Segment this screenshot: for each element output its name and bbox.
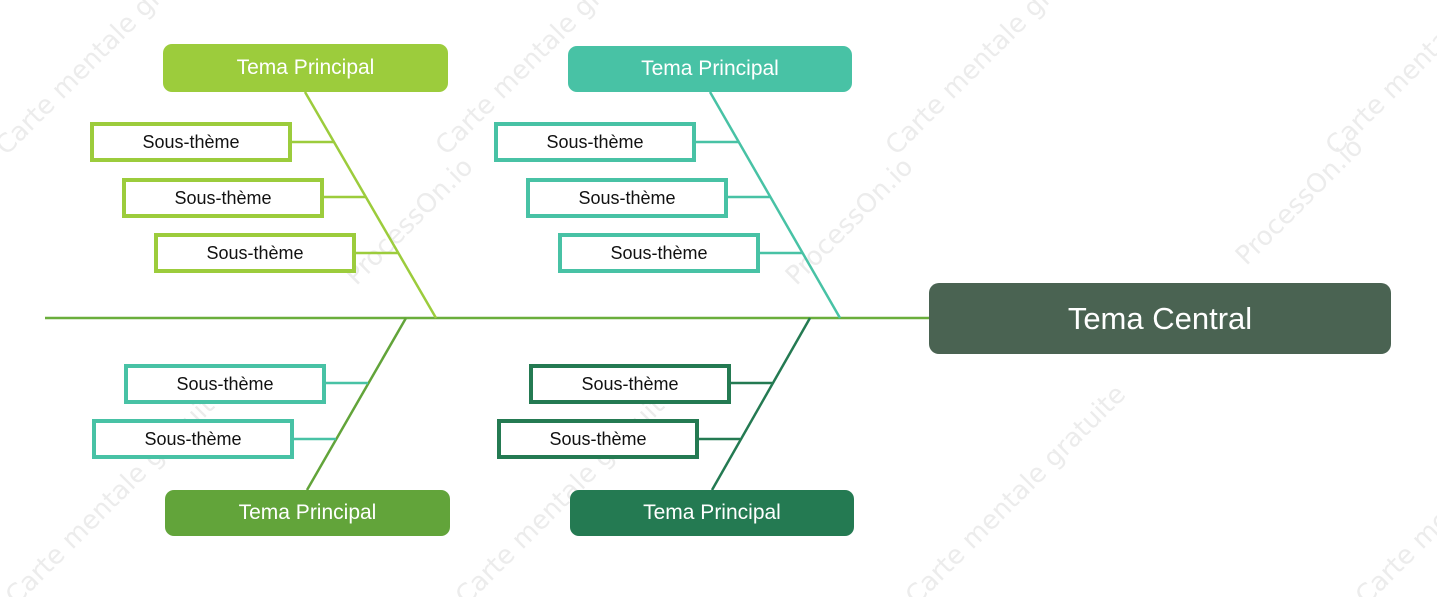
- sub-topic-box[interactable]: Sous-thème: [154, 233, 356, 273]
- main-topic-label: Tema Principal: [643, 501, 781, 524]
- central-topic-box[interactable]: Tema Central: [929, 283, 1391, 354]
- sub-topic-box[interactable]: Sous-thème: [558, 233, 760, 273]
- sub-topic-label: Sous-thème: [581, 373, 679, 394]
- main-topic-label: Tema Principal: [238, 501, 377, 524]
- sub-topic-box[interactable]: Sous-thème: [92, 419, 294, 459]
- sub-topic-box[interactable]: Sous-thème: [122, 178, 324, 218]
- branch-bone: [303, 91, 438, 319]
- sub-topic-box[interactable]: Sous-thème: [90, 122, 292, 162]
- branch-bone: [708, 91, 842, 319]
- branch-bone: [710, 317, 812, 491]
- branch-bone: [305, 317, 408, 491]
- sub-topic-label: Sous-thème: [578, 187, 676, 208]
- sub-topic-box[interactable]: Sous-thème: [494, 122, 696, 162]
- sub-topic-box[interactable]: Sous-thème: [124, 364, 326, 404]
- sub-topic-box[interactable]: Sous-thème: [526, 178, 728, 218]
- main-topic-label: Tema Principal: [641, 57, 779, 80]
- sub-topic-label: Sous-thème: [144, 428, 242, 449]
- main-topic-box[interactable]: Tema Principal: [165, 490, 450, 536]
- sub-topic-box[interactable]: Sous-thème: [497, 419, 699, 459]
- sub-topic-box[interactable]: Sous-thème: [529, 364, 731, 404]
- main-topic-label: Tema Principal: [236, 56, 375, 79]
- sub-topic-label: Sous-thème: [174, 187, 272, 208]
- main-topic-box[interactable]: Tema Principal: [568, 46, 852, 92]
- sub-topic-label: Sous-thème: [610, 242, 708, 263]
- main-topic-box[interactable]: Tema Principal: [163, 44, 448, 92]
- central-topic-label: Tema Central: [1067, 300, 1253, 336]
- sub-topic-label: Sous-thème: [206, 242, 304, 263]
- main-topic-box[interactable]: Tema Principal: [570, 490, 854, 536]
- sub-topic-label: Sous-thème: [549, 428, 647, 449]
- sub-topic-label: Sous-thème: [176, 373, 274, 394]
- sub-topic-label: Sous-thème: [142, 131, 240, 152]
- sub-topic-label: Sous-thème: [546, 131, 644, 152]
